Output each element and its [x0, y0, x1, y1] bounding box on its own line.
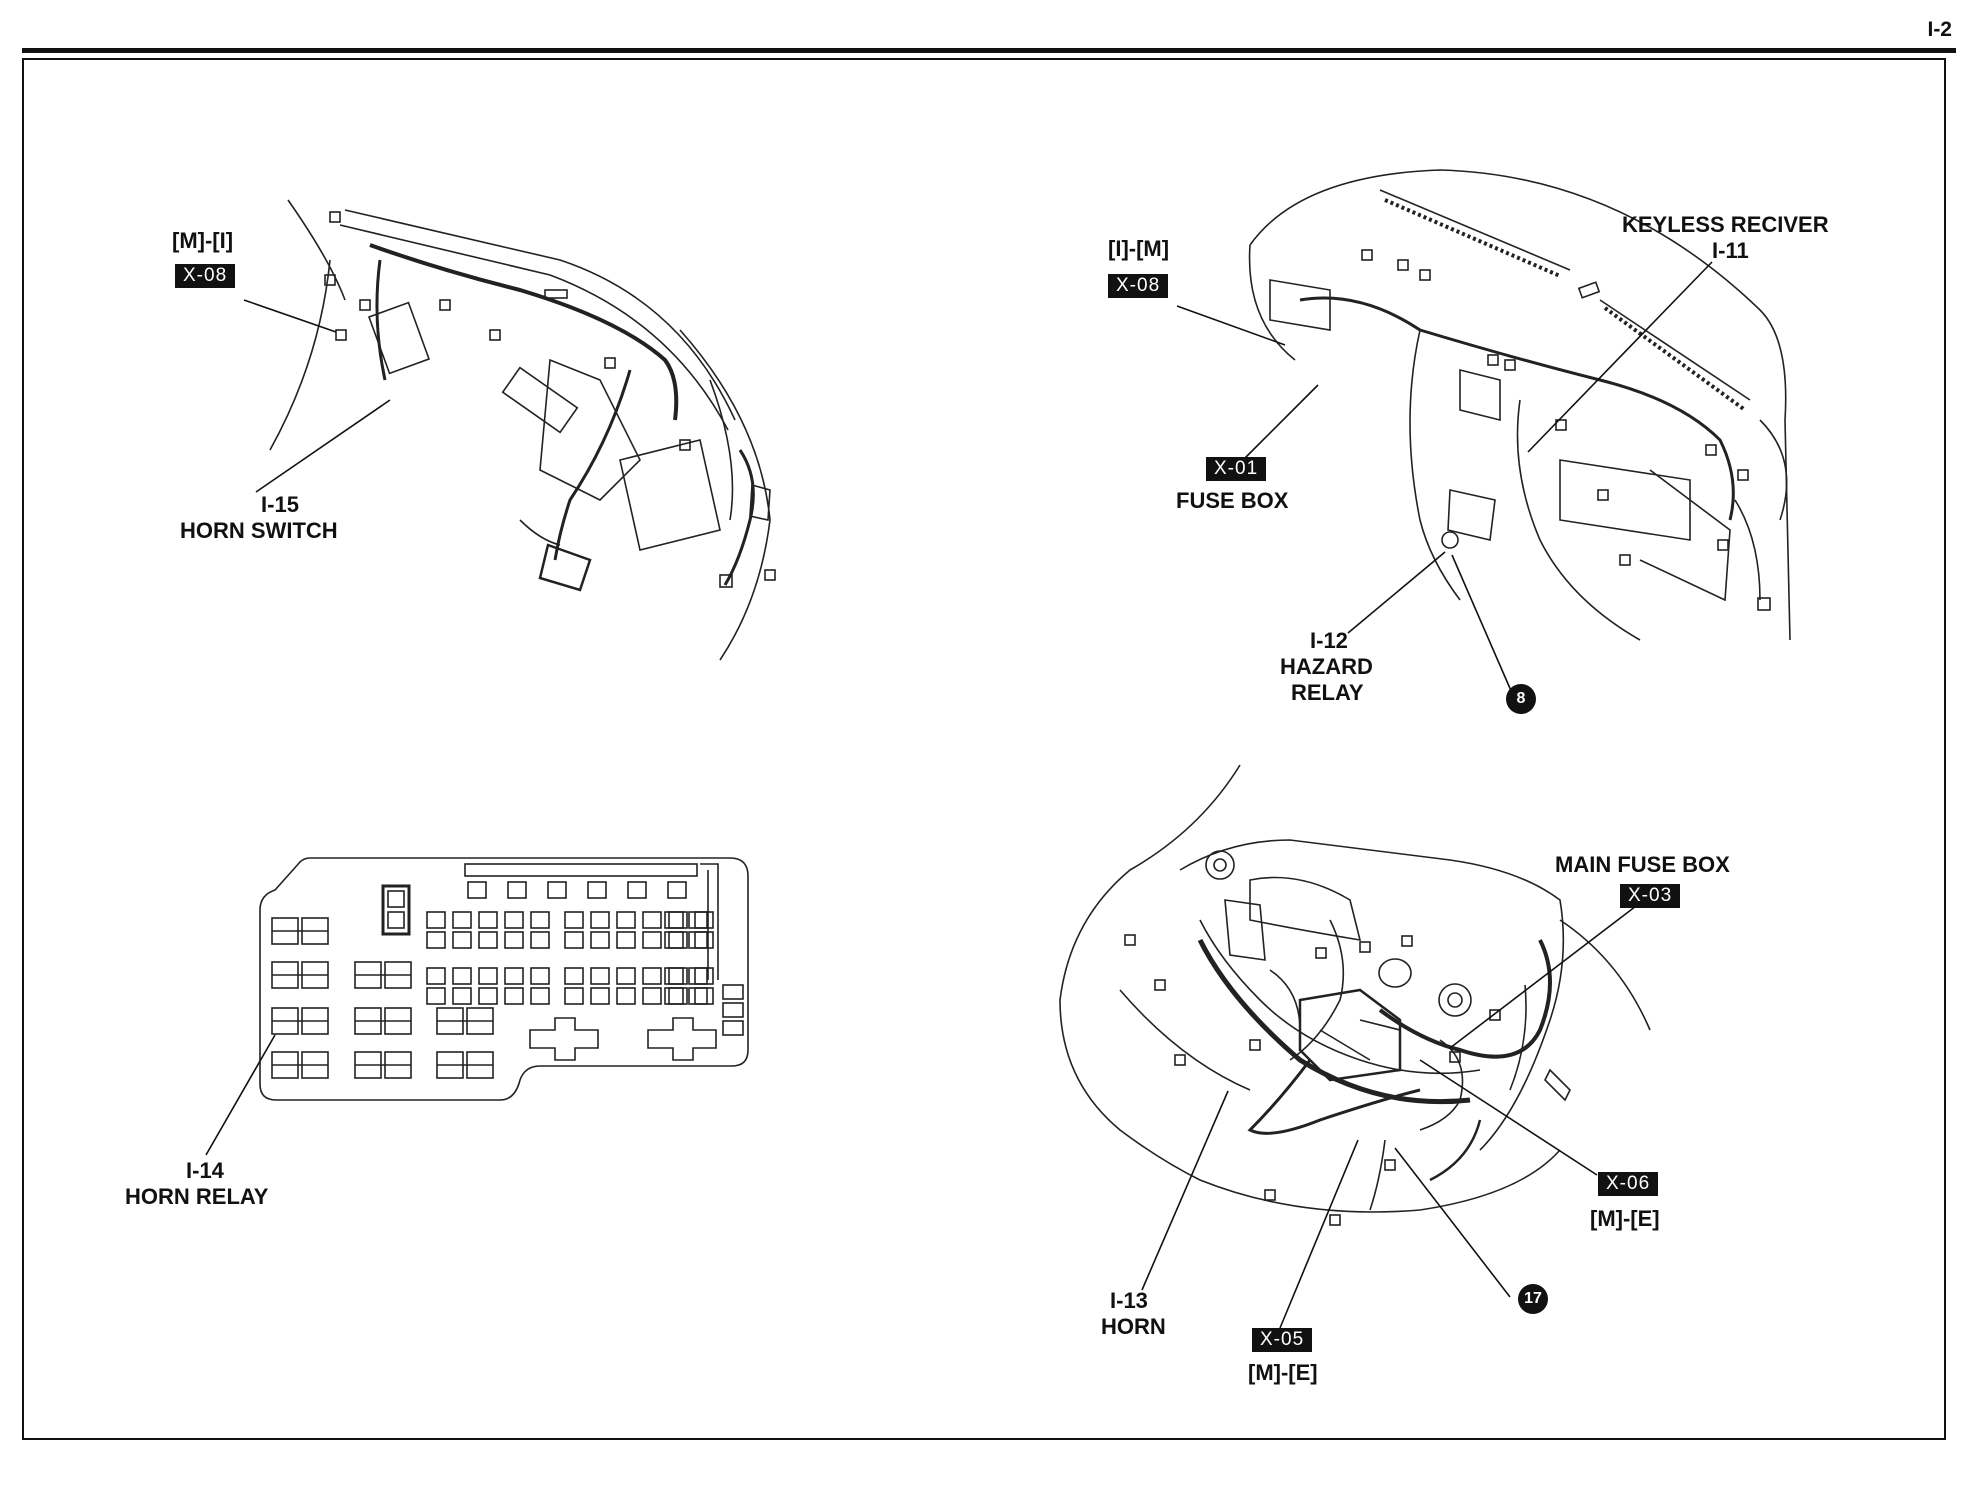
leader-lines	[205, 261, 1713, 1329]
keyless-receiver-id-label: I-11	[1712, 238, 1749, 263]
fuse-box-name-label: FUSE BOX	[1176, 488, 1289, 513]
hazard-relay-name-label-2: RELAY	[1291, 680, 1364, 705]
horn-switch-id-label: I-15	[261, 492, 299, 517]
keyless-receiver-name-label: KEYLESS RECIVER	[1622, 212, 1829, 237]
hazard-relay-name-label: HAZARD	[1280, 654, 1373, 679]
me-connector-06-tag: X-06	[1598, 1172, 1659, 1196]
fuse-box-tag: X-01	[1206, 457, 1267, 481]
header-rule	[22, 48, 1956, 53]
horn-relay-id-label: I-14	[186, 1158, 224, 1183]
dash-harness-left-illustration	[269, 199, 776, 661]
me-connector-05-tag: X-05	[1252, 1328, 1313, 1352]
me-connector-05-code-label: [M]-[E]	[1248, 1360, 1318, 1385]
diagram-frame	[22, 58, 1946, 1440]
horn-relay-name-label: HORN RELAY	[125, 1184, 269, 1209]
fuse-panel-illustration	[259, 857, 749, 1101]
ground-point-8-badge: 8	[1506, 684, 1536, 714]
main-fuse-box-name-label: MAIN FUSE BOX	[1555, 852, 1730, 877]
engine-bay-illustration	[1059, 764, 1651, 1226]
im-connector-code-label: [I]-[M]	[1108, 236, 1170, 261]
mi-connector-tag: X-08	[175, 264, 236, 288]
page-number: I-2	[1927, 18, 1952, 41]
instrument-panel-illustration	[1248, 169, 1791, 641]
horn-name-label: HORN	[1101, 1314, 1166, 1339]
hazard-relay-id-label: I-12	[1310, 628, 1348, 653]
im-connector-tag: X-08	[1108, 274, 1169, 298]
me-connector-06-code-label: [M]-[E]	[1590, 1206, 1660, 1231]
ground-point-17-badge: 17	[1518, 1284, 1548, 1314]
horn-id-label: I-13	[1110, 1288, 1148, 1313]
main-fuse-box-tag: X-03	[1620, 884, 1681, 908]
horn-switch-name-label: HORN SWITCH	[180, 518, 338, 543]
mi-connector-code-label: [M]-[I]	[172, 228, 234, 253]
